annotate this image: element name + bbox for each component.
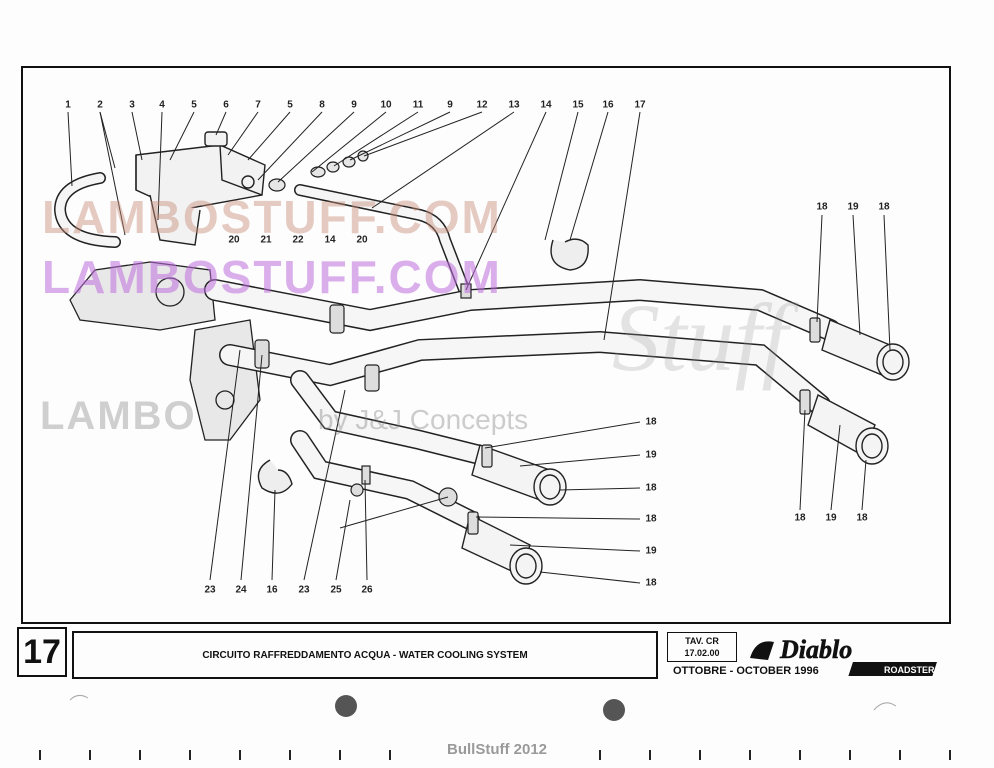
callout: 24 (235, 584, 247, 596)
callout: 14 (324, 234, 336, 246)
page-number: 17 (17, 627, 67, 677)
callout: 25 (330, 584, 342, 596)
callout: 18 (645, 577, 657, 589)
callout: 9 (351, 99, 357, 111)
callout: 5 (191, 99, 197, 111)
table-code: 17.02.00 (684, 648, 720, 658)
footer-credit: BullStuff 2012 (446, 741, 548, 758)
callout: 17 (634, 99, 646, 111)
callout: 18 (856, 512, 868, 524)
table-code-label: TAV. CR (685, 636, 719, 646)
callout: 14 (540, 99, 552, 111)
table-code-box: TAV. CR 17.02.00 (667, 632, 737, 662)
diablo-roadster-logo: Diablo ROADSTER (750, 635, 937, 676)
clip-16-top (550, 238, 589, 271)
callout: 26 (361, 584, 373, 596)
callout: 23 (204, 584, 216, 596)
callout: 19 (825, 512, 837, 524)
callout: 2 (97, 99, 103, 111)
callout: 18 (645, 482, 657, 494)
callout: 9 (447, 99, 453, 111)
callout: 5 (287, 99, 293, 111)
logo-subtext: ROADSTER (884, 665, 935, 675)
callout: 19 (645, 449, 657, 461)
diagram-title-box: CIRCUITO RAFFREDDAMENTO ACQUA - WATER CO… (72, 631, 658, 679)
callout: 6 (223, 99, 229, 111)
corner-mark-right (873, 702, 897, 711)
expansion-tank (135, 131, 266, 246)
callout: 18 (645, 513, 657, 525)
callout: 16 (266, 584, 278, 596)
fittings-top (268, 150, 369, 192)
callout: 22 (292, 234, 304, 246)
callout: 18 (878, 201, 890, 213)
binder-holes (335, 695, 625, 721)
callout: 10 (380, 99, 392, 111)
clip-16-bottom (257, 459, 293, 494)
callout: 20 (228, 234, 240, 246)
callout: 19 (847, 201, 859, 213)
callout: 18 (816, 201, 828, 213)
callout: 15 (572, 99, 584, 111)
callout: 21 (260, 234, 272, 246)
callout: 11 (412, 99, 424, 111)
callout: 23 (298, 584, 310, 596)
issue-date: OTTOBRE - OCTOBER 1996 (673, 665, 819, 677)
callout: 16 (602, 99, 614, 111)
callout: 19 (645, 545, 657, 557)
bottom-ruler-ticks (39, 750, 951, 760)
engine-block (69, 261, 261, 441)
pipe-ends (461, 319, 910, 585)
callout: 12 (476, 99, 488, 111)
drawing-frame (21, 66, 951, 624)
callout: 4 (159, 99, 165, 111)
callout: 1 (65, 99, 71, 111)
callout: 8 (319, 99, 325, 111)
callout: 3 (129, 99, 135, 111)
leader-lines (67, 111, 891, 584)
callout: 18 (645, 416, 657, 428)
callout: 18 (794, 512, 806, 524)
diagram-title: CIRCUITO RAFFREDDAMENTO ACQUA - WATER CO… (202, 649, 528, 661)
callout: 13 (508, 99, 520, 111)
logo-text: Diablo (779, 635, 852, 664)
callout: 7 (255, 99, 261, 111)
corner-mark-left (69, 694, 89, 701)
callout: 20 (356, 234, 368, 246)
